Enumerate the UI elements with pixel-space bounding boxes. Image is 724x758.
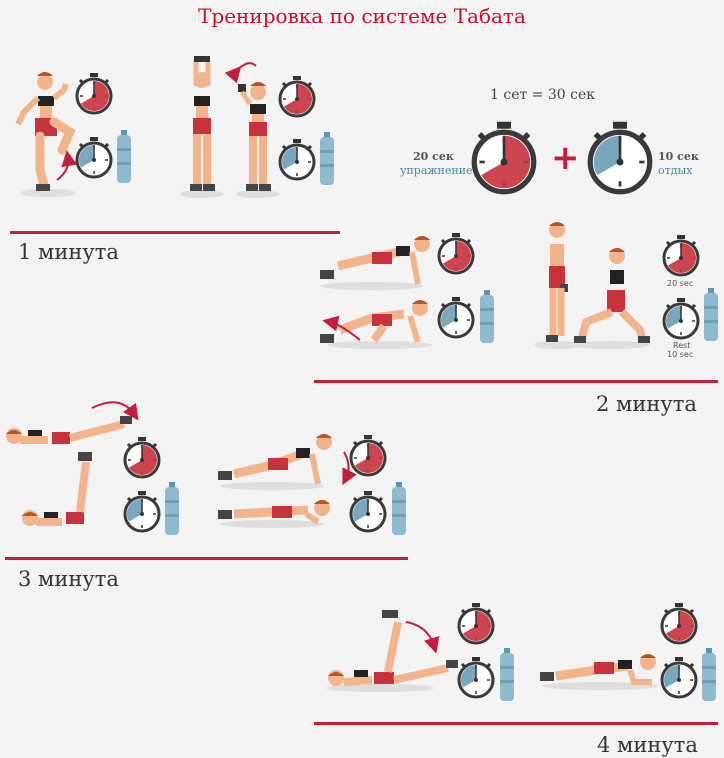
water-bottle-7 [500,648,514,701]
water-bottle-8 [702,648,716,701]
work-timer-4 [664,235,698,275]
work-time: 20 сек [413,150,454,163]
figure-leg-raise-2 [22,452,92,526]
plus-sign: + [551,138,580,178]
rest-timer-6 [351,491,385,531]
figure-lunge-standing [534,222,582,349]
figure-overhead-press-up [180,56,224,198]
minute-4-label: 4 минута [597,733,698,757]
divider-minute-3 [5,557,408,560]
rest-time: 10 сек [658,150,699,163]
work-label: упражнение [400,164,473,177]
water-bottle-6 [392,482,406,535]
work-timer-7 [459,603,493,643]
water-bottle-3 [480,290,494,343]
work-timer-8 [662,603,696,643]
figure-side-leg-raise [326,610,458,692]
figure-overhead-press-down [224,62,280,198]
work-timer-6 [351,435,385,475]
figure-leg-raise-1 [6,401,139,444]
figure-high-knee [15,72,78,197]
water-bottle-4 [704,288,718,341]
work-timer-1 [77,73,111,113]
figure-push-up-top [218,434,357,490]
rest-timer-1 [77,137,111,177]
rest-timer-7 [459,657,493,697]
minute-3-label: 3 минута [18,567,119,591]
rest-timer-caption-time: 10 sec [667,350,694,359]
rest-timer-large [590,122,650,192]
page-title: Тренировка по системе Табата [198,4,526,28]
rest-timer-8 [662,657,696,697]
figure-mountain-climber-2 [320,300,432,349]
work-timer-3 [439,233,473,273]
divider-minute-4 [314,722,718,725]
rest-timer-5 [125,491,159,531]
rest-label: отдых [658,164,693,177]
figure-mountain-climber-1 [320,236,430,290]
rest-timer-3 [439,297,473,337]
rest-timer-2 [280,139,314,179]
figure-push-up-bottom [218,500,330,528]
work-timer-large [474,122,534,192]
work-timer-5 [125,437,159,477]
minute-2-label: 2 минута [596,392,697,416]
work-timer-2 [280,76,314,116]
minute-1-label: 1 минута [18,240,119,264]
water-bottle-1 [117,130,131,183]
rest-timer-4 [664,298,698,338]
figure-plank [540,654,658,690]
work-timer-caption: 20 sec [667,279,694,288]
water-bottle-5 [165,482,179,535]
divider-minute-1 [10,231,340,234]
divider-minute-2 [314,380,718,383]
figure-lunge-low [570,248,650,349]
set-formula: 1 сет = 30 сек [490,87,595,103]
rest-timer-caption-word: Rest [673,341,691,350]
water-bottle-2 [320,132,334,185]
